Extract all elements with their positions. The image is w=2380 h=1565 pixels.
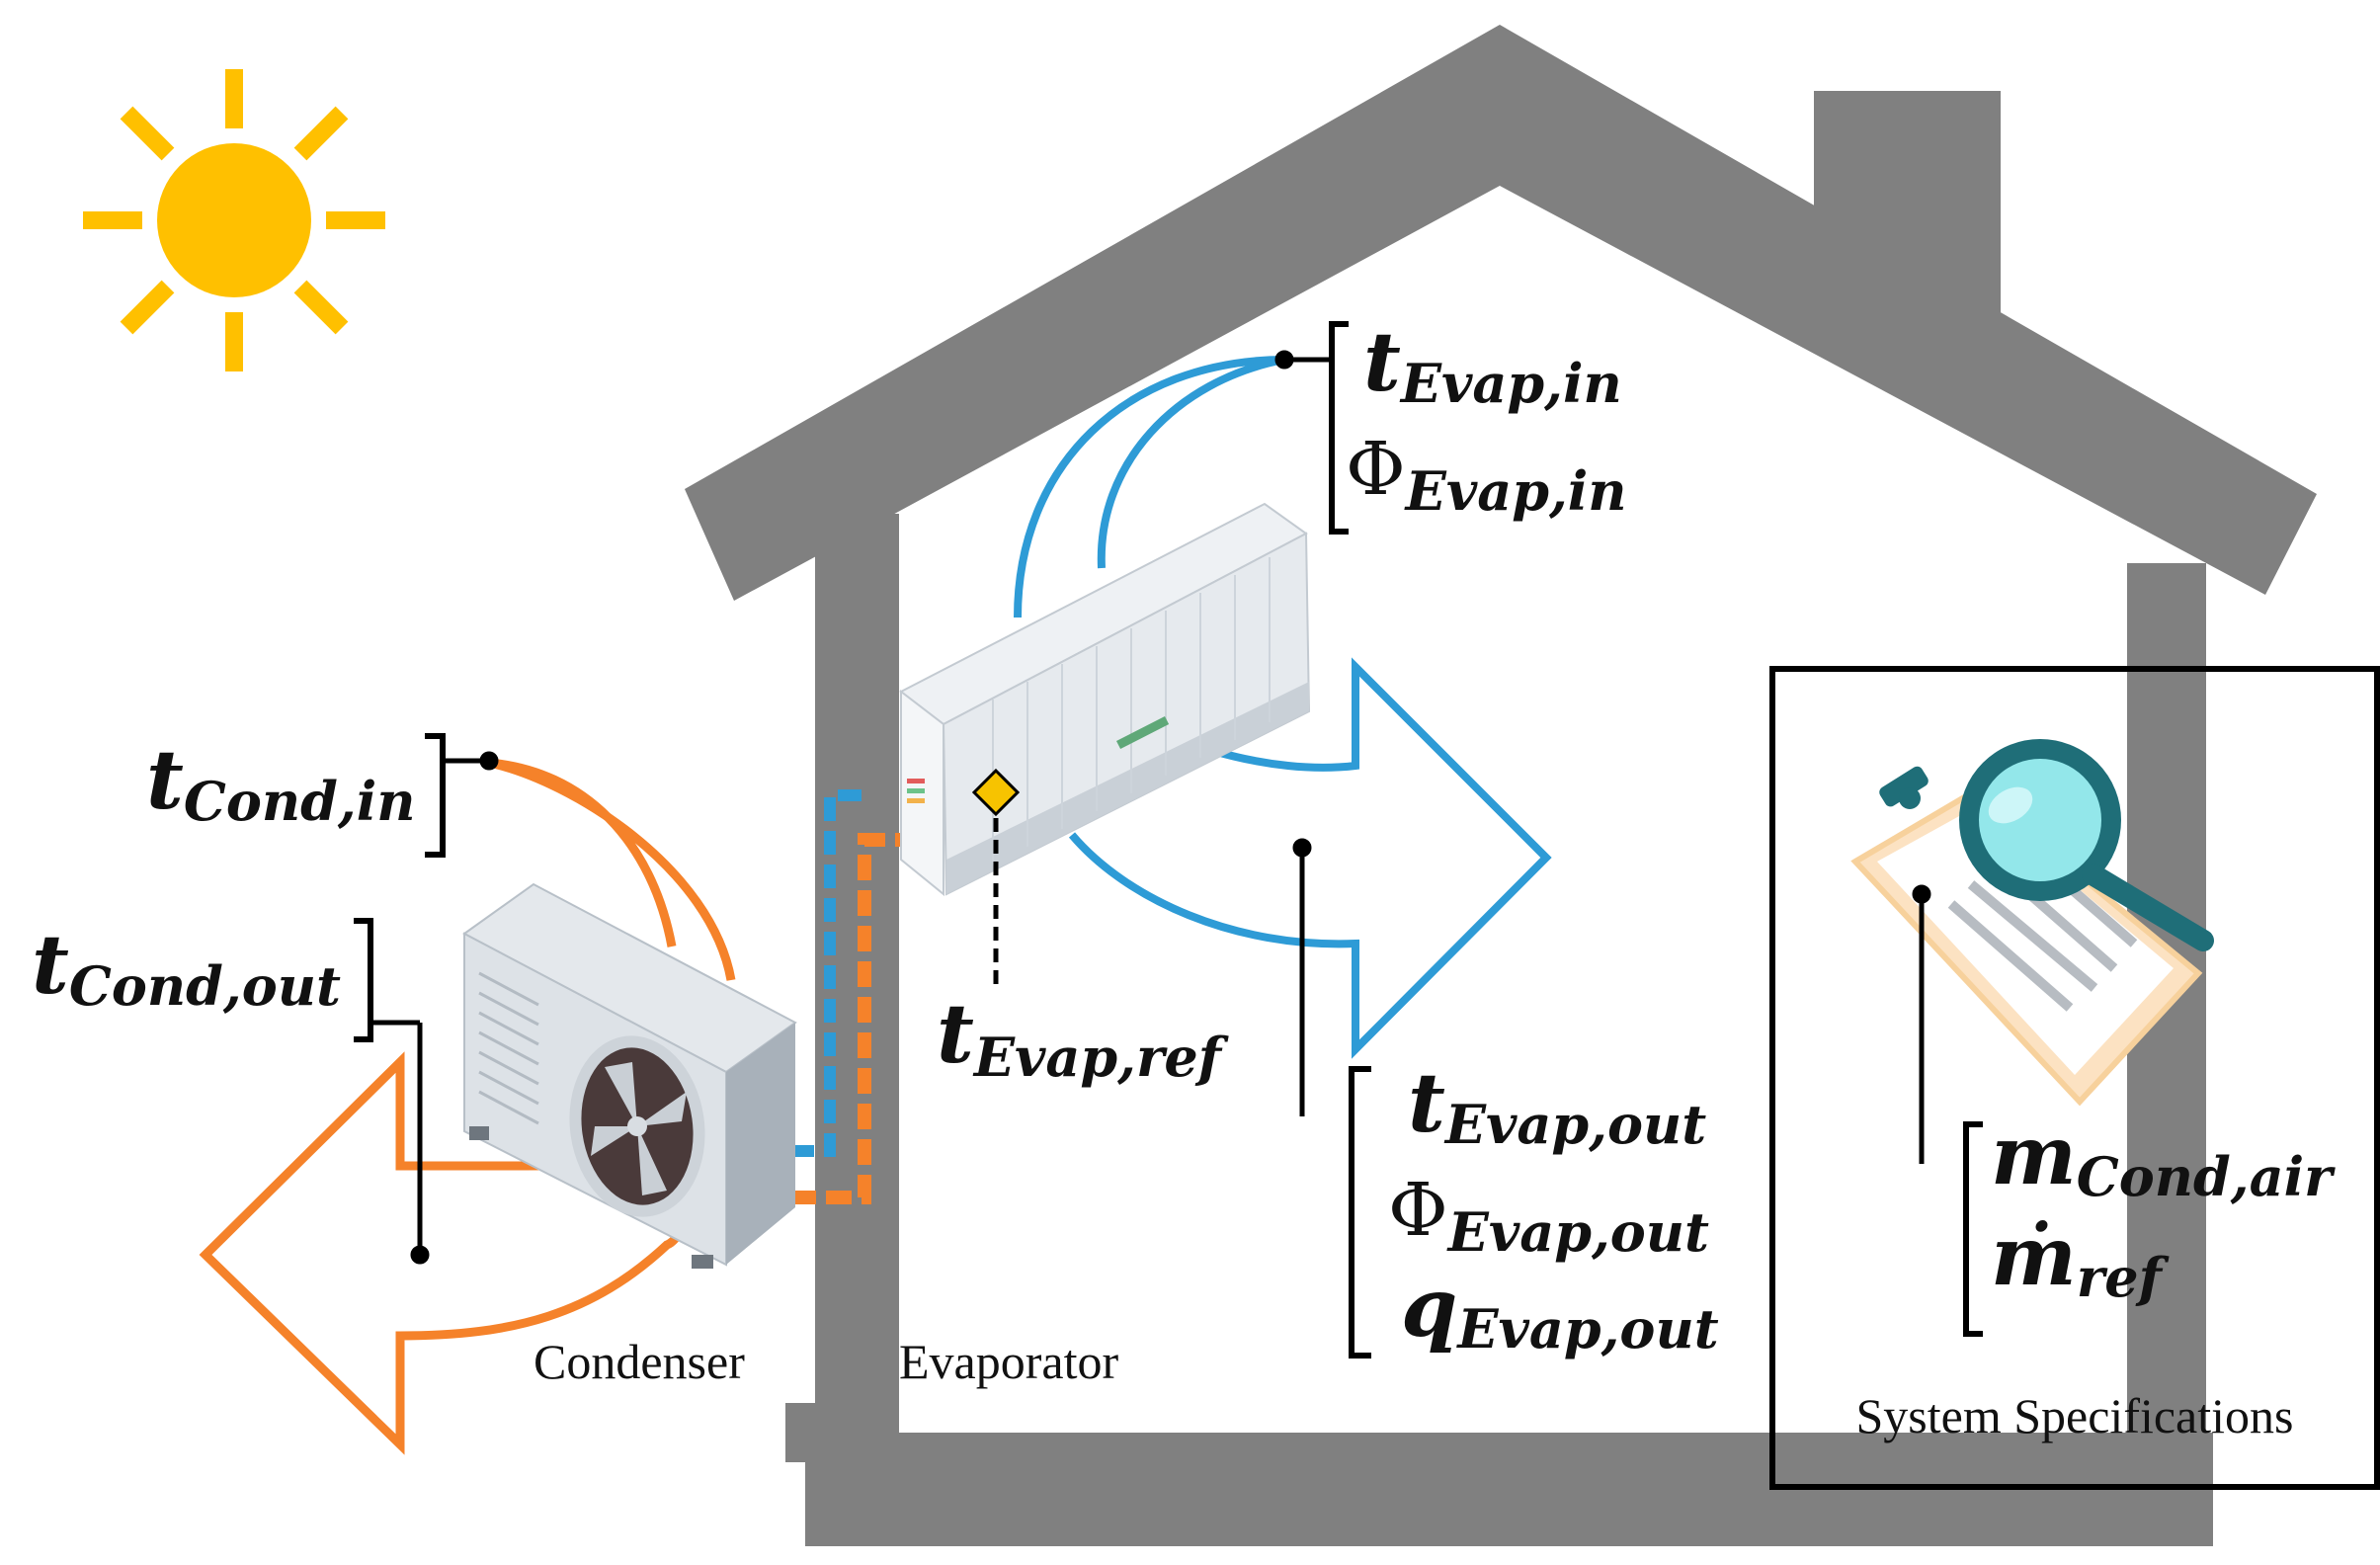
bracket-t-cond-in bbox=[425, 733, 446, 858]
label-phi-evap-in: ΦEvap,in bbox=[1346, 427, 1627, 523]
bracket-t-cond-out bbox=[354, 918, 373, 1042]
sun-icon bbox=[83, 69, 385, 371]
cold-refrigerant-line bbox=[790, 789, 869, 1157]
bracket-t-evap-in bbox=[1329, 321, 1349, 535]
evaporator-label: Evaporator bbox=[899, 1334, 1118, 1389]
system-specifications-box bbox=[1769, 666, 2380, 1490]
outdoor-condenser-unit-icon bbox=[462, 882, 797, 1269]
bracket-t-evap-out bbox=[1349, 1066, 1371, 1359]
label-t-evap-ref: tEvap,ref bbox=[937, 987, 1229, 1089]
cold-air-flow bbox=[790, 356, 1552, 1157]
label-m-cond-air: mCond,air bbox=[1991, 1109, 2336, 1208]
label-t-cond-in: tCond,in bbox=[146, 733, 415, 833]
evaporator-ref-sensor bbox=[971, 768, 1021, 817]
bracket-system-specs bbox=[1963, 1121, 1983, 1337]
label-t-evap-in: tEvap,in bbox=[1363, 315, 1622, 415]
label-t-cond-out: tCond,out bbox=[32, 918, 341, 1018]
label-q-evap-out: qEvap,out bbox=[1401, 1261, 1719, 1360]
indoor-evaporator-unit-icon bbox=[899, 502, 1311, 897]
condenser-label: Condenser bbox=[533, 1334, 745, 1389]
measurement-connectors bbox=[354, 321, 1983, 1359]
label-m-dot-ref: ṁref bbox=[1991, 1209, 2170, 1309]
label-t-evap-out: tEvap,out bbox=[1408, 1056, 1706, 1156]
evaporator-inlet-pipe-inner bbox=[1097, 356, 1285, 569]
label-phi-evap-out: ΦEvap,out bbox=[1388, 1168, 1709, 1264]
probe-t-cond-in bbox=[479, 751, 499, 771]
evaporator-inlet-pipe-outer bbox=[1014, 356, 1285, 618]
hot-refrigerant-line bbox=[790, 833, 914, 1204]
clipboard-magnifier-icon bbox=[1850, 739, 2214, 1107]
condenser-inlet-pipe-lower bbox=[488, 758, 736, 981]
cold-air-arrow-outline bbox=[1068, 657, 1552, 1059]
system-specifications-label: System Specifications bbox=[1856, 1388, 2294, 1443]
probe-t-cond-out bbox=[410, 1245, 430, 1265]
